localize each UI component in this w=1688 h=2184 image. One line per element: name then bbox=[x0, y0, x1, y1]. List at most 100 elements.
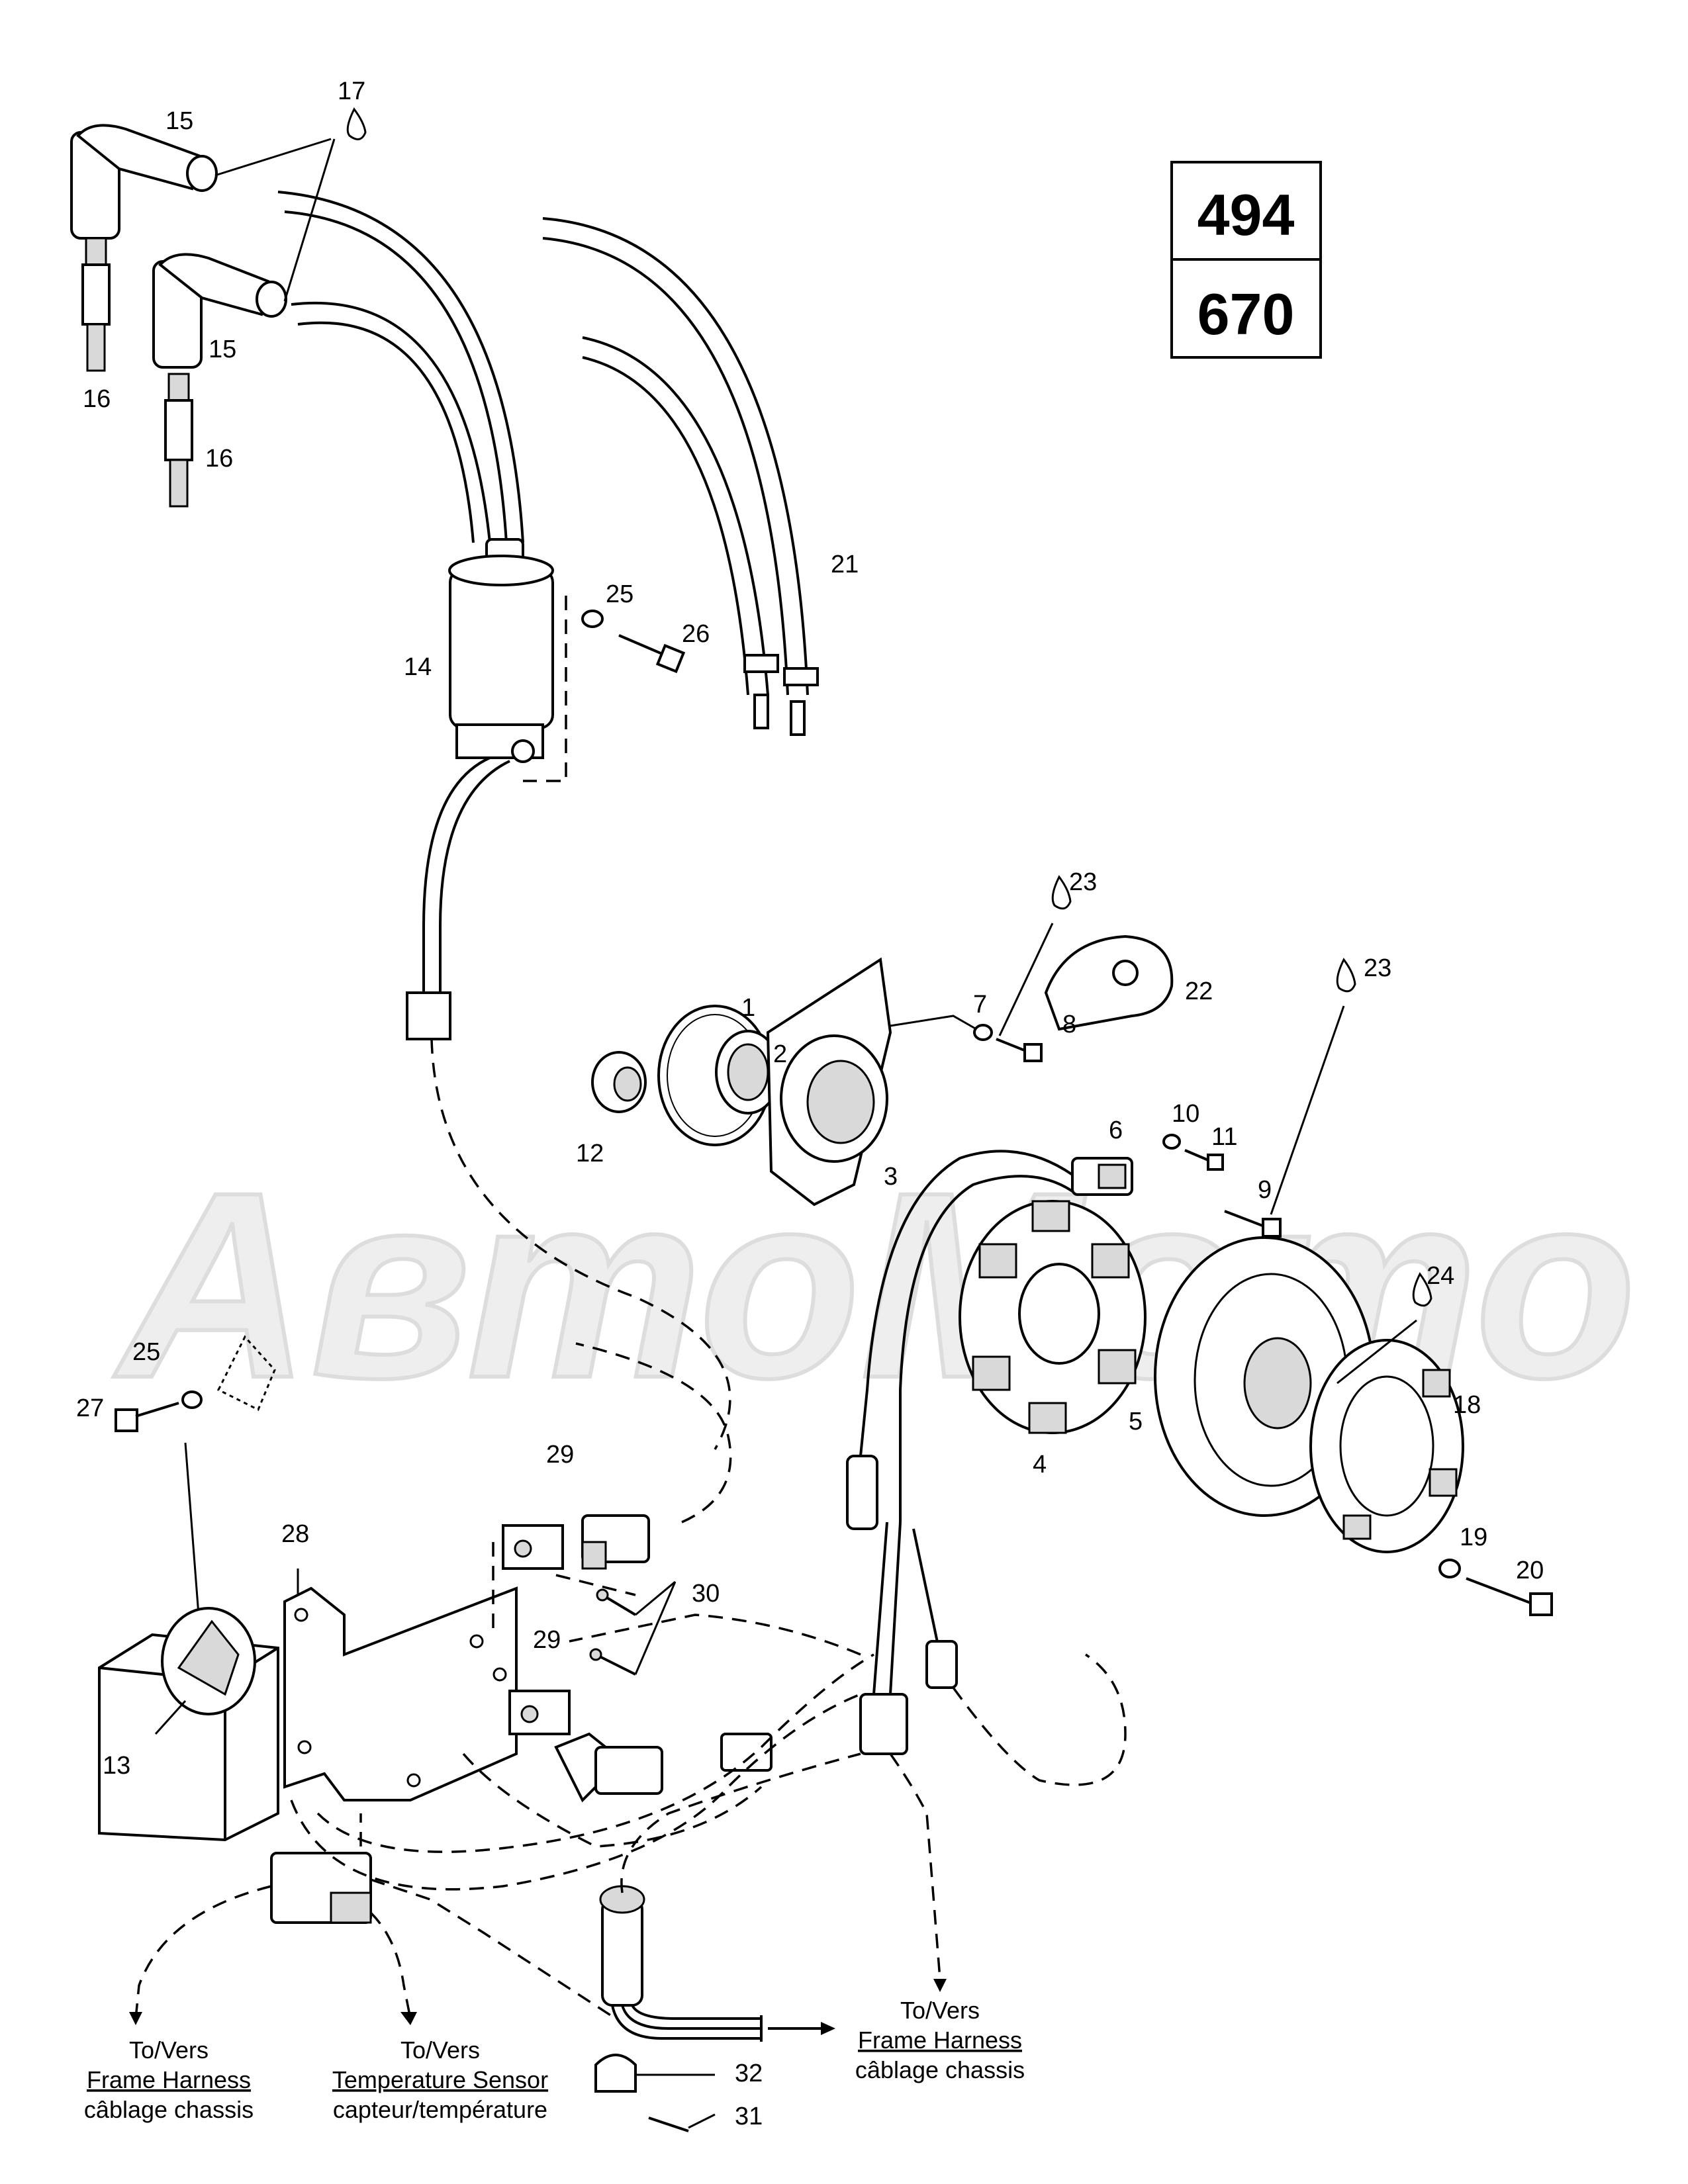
destination-left-line2: Frame Harness bbox=[87, 2066, 251, 2093]
callout-20: 20 bbox=[1516, 1557, 1544, 1584]
coil-lead bbox=[406, 756, 510, 1040]
destination-right: To/Vers Frame Harness câblage chassis bbox=[855, 1997, 1025, 2083]
callout-31: 31 bbox=[735, 2103, 763, 2130]
callout-26: 26 bbox=[682, 620, 710, 648]
terminal-lower bbox=[589, 1648, 636, 1676]
high-tension-lead-1 bbox=[277, 191, 524, 543]
magneto-housing bbox=[766, 957, 892, 1206]
callout-15b: 15 bbox=[209, 336, 236, 363]
stator bbox=[959, 1200, 1147, 1434]
callout-4: 4 bbox=[1033, 1451, 1047, 1479]
destination-right-line2: Frame Harness bbox=[858, 2026, 1022, 2054]
callout-23a: 23 bbox=[1069, 868, 1097, 896]
watermark: АвтоМото bbox=[111, 1137, 1637, 1433]
model-number-494: 494 bbox=[1197, 182, 1295, 248]
callout-2: 2 bbox=[773, 1040, 787, 1068]
callout-15a: 15 bbox=[165, 107, 193, 135]
connector-lower-b bbox=[594, 1746, 663, 1795]
destination-middle: To/Vers Temperature Sensor capteur/tempé… bbox=[332, 2036, 548, 2123]
ignition-coil bbox=[448, 538, 554, 763]
connector-upper bbox=[581, 1514, 650, 1570]
harness-grommet bbox=[599, 1885, 645, 2007]
spark-plug-cap-lower bbox=[152, 253, 287, 369]
callout-12: 12 bbox=[576, 1140, 604, 1167]
callout-22: 22 bbox=[1185, 978, 1213, 1005]
washer-19 bbox=[1438, 1559, 1461, 1578]
callout-25a: 25 bbox=[606, 580, 633, 608]
callout-25b: 25 bbox=[132, 1338, 160, 1366]
callout-28: 28 bbox=[281, 1520, 309, 1548]
arrow-middle-destination bbox=[400, 2012, 417, 2025]
harness-routing bbox=[134, 1342, 1127, 2020]
sealant-drop-icon-4 bbox=[1412, 1272, 1432, 1307]
harness-clip bbox=[594, 2054, 637, 2093]
grommet bbox=[591, 1051, 647, 1113]
connector-holder-lower bbox=[508, 1690, 571, 1735]
callout-29b: 29 bbox=[533, 1626, 561, 1654]
stator-connector bbox=[1071, 1157, 1133, 1196]
callout-11: 11 bbox=[1211, 1123, 1237, 1151]
destination-middle-line1: To/Vers bbox=[400, 2036, 480, 2064]
callout-14: 14 bbox=[404, 653, 432, 681]
bolt-20 bbox=[1466, 1577, 1553, 1616]
bolt-27 bbox=[115, 1402, 179, 1432]
screw-9 bbox=[1224, 1210, 1282, 1238]
high-tension-lead-2 bbox=[291, 301, 491, 543]
callout-24: 24 bbox=[1427, 1262, 1454, 1290]
destination-right-line1: To/Vers bbox=[900, 1997, 980, 2024]
harness-wires bbox=[611, 2004, 763, 2042]
callout-6: 6 bbox=[1109, 1116, 1123, 1144]
arrow-harness-destination bbox=[768, 2022, 835, 2035]
model-number-box: 494 670 bbox=[1170, 161, 1322, 359]
callout-29a: 29 bbox=[546, 1441, 574, 1469]
connector-holder-upper bbox=[502, 1524, 564, 1570]
relay-connector bbox=[270, 1852, 372, 1924]
magneto-cover bbox=[1044, 934, 1174, 1031]
destination-left-line3: câblage chassis bbox=[84, 2096, 254, 2123]
callout-9: 9 bbox=[1258, 1176, 1272, 1204]
bracket-dotted bbox=[216, 1335, 276, 1412]
callout-1: 1 bbox=[741, 994, 755, 1022]
spark-plug-lower bbox=[164, 373, 193, 508]
callout-13: 13 bbox=[103, 1752, 130, 1780]
spark-plug-upper bbox=[81, 237, 111, 372]
callout-27: 27 bbox=[76, 1394, 104, 1422]
destination-left-line1: To/Vers bbox=[129, 2036, 209, 2064]
harness-screw bbox=[648, 2116, 689, 2132]
destination-right-line3: câblage chassis bbox=[855, 2056, 1025, 2083]
callout-16a: 16 bbox=[83, 385, 111, 413]
trigger-wheel bbox=[1309, 1339, 1464, 1553]
connector-middle bbox=[720, 1733, 773, 1772]
ecu-module bbox=[98, 1607, 279, 1842]
destination-middle-line2: Temperature Sensor bbox=[332, 2066, 548, 2093]
arrow-right-destination bbox=[933, 1979, 947, 1992]
model-number-670: 670 bbox=[1197, 281, 1295, 347]
washer bbox=[581, 610, 604, 628]
spark-plug-cap-upper bbox=[70, 124, 218, 240]
washer-25 bbox=[181, 1390, 203, 1409]
callout-8: 8 bbox=[1062, 1011, 1076, 1038]
callout-23b: 23 bbox=[1364, 954, 1391, 982]
washer-10 bbox=[1162, 1134, 1181, 1150]
callout-30: 30 bbox=[692, 1580, 720, 1608]
coil-bolt bbox=[618, 634, 686, 674]
screw-11 bbox=[1184, 1149, 1224, 1171]
sealant-drop-icon-2 bbox=[1051, 875, 1072, 910]
callout-3: 3 bbox=[884, 1163, 898, 1191]
callout-16b: 16 bbox=[205, 445, 233, 473]
callout-7: 7 bbox=[973, 991, 987, 1019]
sealant-drop-icon bbox=[346, 107, 367, 140]
lead-set bbox=[542, 217, 819, 736]
callout-labels: 1 2 3 4 5 6 7 8 9 10 11 12 13 14 15 15 1… bbox=[76, 77, 1544, 2130]
callout-21: 21 bbox=[831, 551, 859, 578]
callout-10: 10 bbox=[1172, 1100, 1199, 1128]
arrow-left-destination bbox=[129, 2012, 142, 2025]
stator-harness bbox=[846, 1150, 1074, 1755]
callout-17: 17 bbox=[338, 77, 365, 105]
callout-18: 18 bbox=[1453, 1391, 1481, 1419]
destination-middle-line3: capteur/température bbox=[333, 2096, 547, 2123]
terminal-upper bbox=[596, 1588, 637, 1616]
callout-5: 5 bbox=[1129, 1408, 1143, 1435]
screw-8 bbox=[996, 1038, 1043, 1062]
